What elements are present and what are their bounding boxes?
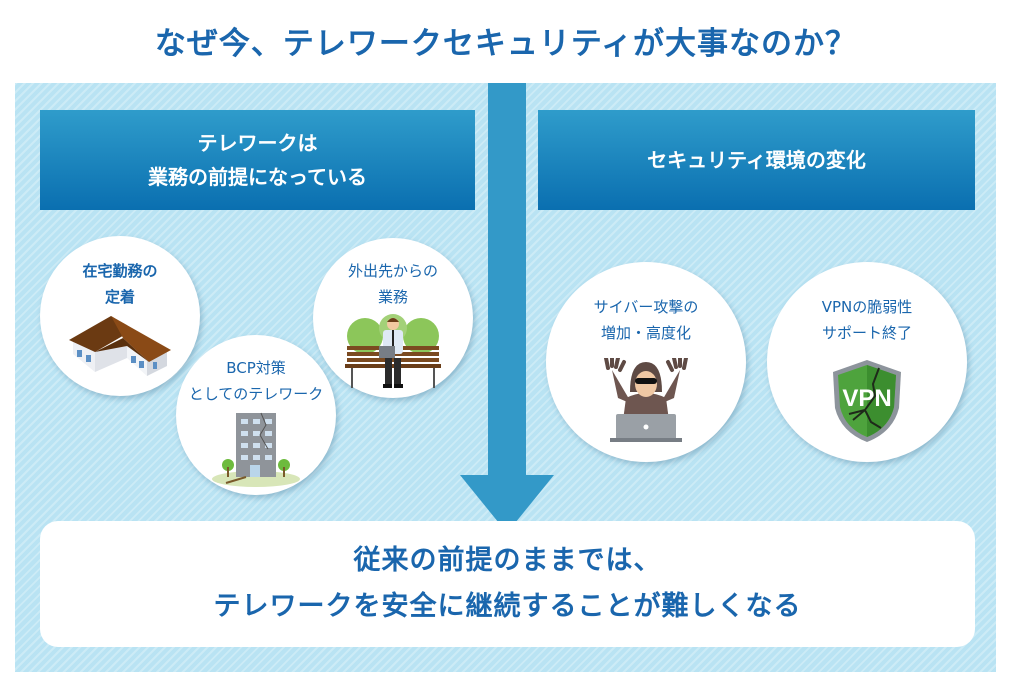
right-header-line1: セキュリティ環境の変化: [647, 148, 866, 172]
circle-remote-work: 外出先からの 業務: [313, 238, 473, 398]
hacker-icon: [604, 358, 688, 442]
left-header-line1: テレワークは: [197, 131, 318, 155]
circle-label: BCP対策 としてのテレワーク: [188, 359, 324, 403]
circle-vpn-vulnerability: VPNの脆弱性 サポート終了 VPN: [767, 262, 967, 462]
circle-home-work: 在宅勤務の 定着: [40, 236, 200, 396]
circle-label: 在宅勤務の 定着: [82, 262, 158, 306]
cracked-vpn-shield-icon: VPN: [833, 360, 901, 442]
conclusion-line1: 従来の前提のままでは、: [353, 545, 662, 576]
page-title: なぜ今、テレワークセキュリティが大事なのか？: [154, 26, 858, 62]
house-icon: [69, 316, 171, 376]
circle-label: 外出先からの 業務: [347, 262, 438, 306]
damaged-building-icon: [212, 412, 300, 487]
circle-bcp: BCP対策 としてのテレワーク: [176, 335, 336, 495]
right-header-box: セキュリティ環境の変化: [538, 110, 975, 210]
conclusion-box: 従来の前提のままでは、 テレワークを安全に継続することが難しくなる: [40, 521, 975, 647]
conclusion-line2: テレワークを安全に継続することが難しくなる: [213, 591, 802, 622]
circle-label: サイバー攻撃の 増加・高度化: [593, 298, 699, 342]
down-arrow-shaft: [488, 83, 526, 483]
circle-label: VPNの脆弱性 サポート終了: [821, 298, 913, 342]
circle-cyber-attack: サイバー攻撃の 増加・高度化: [546, 262, 746, 462]
left-header-line2: 業務の前提になっている: [148, 165, 367, 189]
left-header-box: テレワークは 業務の前提になっている: [40, 110, 475, 210]
man-on-bench-with-laptop-icon: [345, 314, 441, 388]
